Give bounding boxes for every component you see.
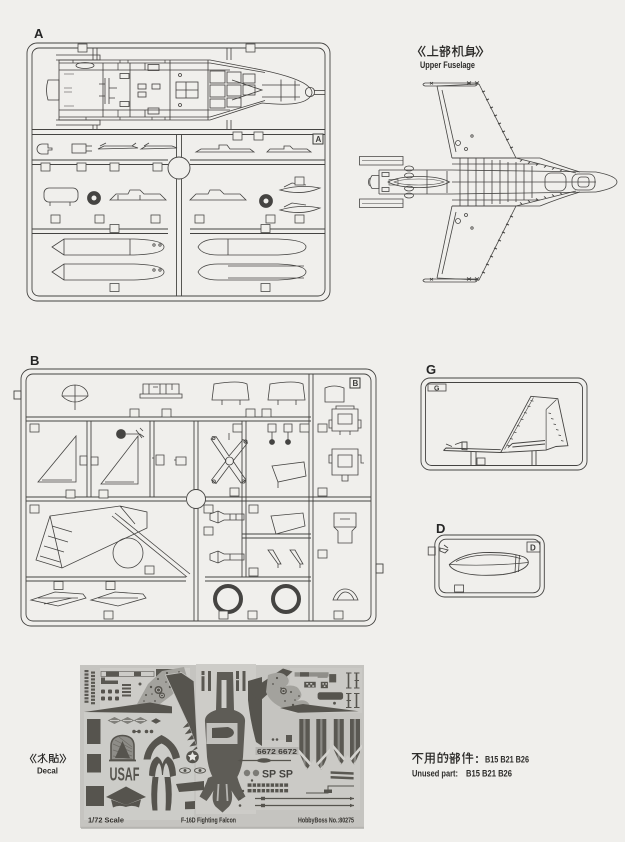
svg-text:SP SP: SP SP — [262, 769, 293, 781]
svg-text:1/72 Scale: 1/72 Scale — [88, 816, 124, 825]
svg-text:G: G — [426, 362, 436, 377]
svg-text:A: A — [316, 135, 322, 144]
svg-text:HobbyBoss No.:80275: HobbyBoss No.:80275 — [298, 816, 354, 825]
svg-text:F-16D Fighting Falcon: F-16D Fighting Falcon — [181, 816, 236, 825]
svg-text:A: A — [34, 26, 44, 41]
svg-text:USAF: USAF — [110, 765, 140, 785]
svg-text:Decal: Decal — [37, 766, 58, 776]
svg-text:B: B — [353, 379, 359, 388]
svg-text:D: D — [530, 544, 536, 553]
svg-text:Unused part:: Unused part: — [412, 769, 458, 779]
svg-text:G: G — [434, 386, 440, 393]
svg-text:B15 B21 B26: B15 B21 B26 — [466, 769, 512, 779]
svg-text:B: B — [30, 353, 39, 368]
svg-text:6672 6672: 6672 6672 — [257, 747, 297, 756]
svg-text:D: D — [436, 521, 445, 536]
svg-text:B15 B21 B26: B15 B21 B26 — [485, 755, 529, 766]
svg-text:Upper Fuselage: Upper Fuselage — [420, 60, 475, 70]
